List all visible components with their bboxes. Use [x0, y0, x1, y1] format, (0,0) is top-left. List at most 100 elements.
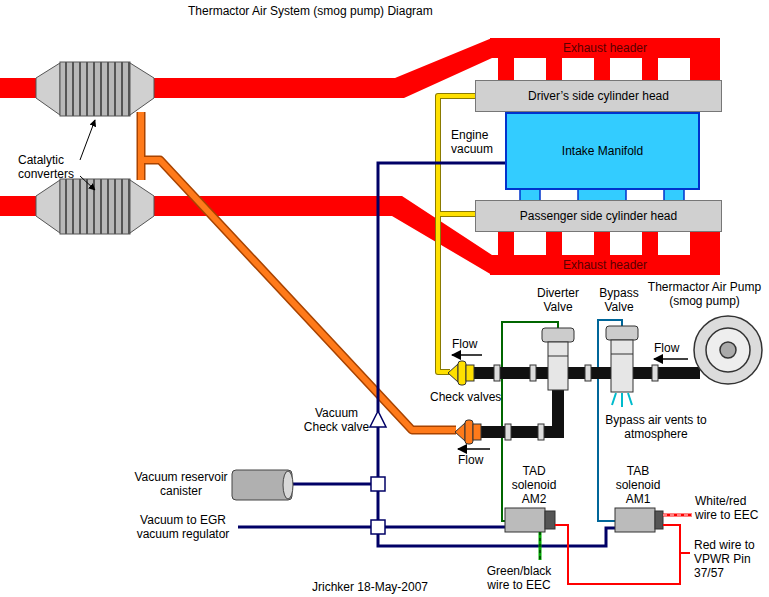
check-valve — [448, 364, 458, 382]
header-runner — [704, 56, 720, 82]
air-hose — [633, 367, 700, 379]
solenoid — [505, 508, 663, 532]
flow-label: Flow — [458, 453, 498, 467]
check-valve — [466, 365, 474, 381]
header-runner — [642, 56, 658, 82]
vacuum-check-valve — [370, 411, 386, 427]
vacuum-canister — [232, 470, 293, 500]
exhaust-pipe — [0, 78, 36, 98]
part-label: Thermactor Air Pump (smog pump) — [644, 280, 765, 308]
leader-arrow — [80, 120, 95, 190]
air-pump — [720, 342, 736, 358]
vacuum-tee — [371, 520, 385, 534]
header-runner — [546, 230, 562, 257]
diagram-title: Thermactor Air System (smog pump) Diagra… — [188, 4, 433, 18]
solenoid — [505, 508, 545, 532]
catalytic-converter — [36, 63, 60, 115]
solenoid — [655, 511, 663, 529]
header-runner — [546, 56, 562, 82]
check-valve — [465, 420, 473, 444]
signal-wire — [555, 525, 680, 584]
part-label: Check valves — [430, 390, 510, 404]
flow-label: Flow — [654, 341, 694, 355]
header-runner — [498, 230, 514, 257]
header-runner — [594, 230, 610, 257]
wire-label: White/red wire to EEC — [695, 494, 765, 522]
hose-fitting — [585, 365, 591, 381]
cylinder-head: Passenger side cylinder head — [475, 200, 722, 232]
vacuum-hose — [377, 426, 380, 477]
exhaust-pipe — [0, 38, 492, 275]
catalytic-converter — [130, 180, 154, 233]
part-label: TAB solenoid AM1 — [612, 464, 664, 506]
signal-wire — [663, 525, 690, 553]
header-runner — [704, 230, 720, 257]
flow-arrow — [654, 358, 688, 360]
header-runner — [498, 56, 514, 82]
diverter-valve — [548, 342, 568, 390]
node-text: Exhaust header — [563, 41, 647, 55]
leader-arrow — [80, 120, 95, 160]
part-label: Bypass air vents to atmosphere — [600, 413, 712, 441]
bypass-valve — [611, 340, 633, 392]
leader-arrow — [80, 176, 95, 190]
hose-fitting — [652, 365, 658, 381]
bypass-valve — [606, 326, 638, 392]
hose-fitting — [530, 365, 536, 381]
flow-arrow — [452, 354, 482, 356]
vacuum-canister — [232, 470, 292, 500]
node-text: Exhaust header — [563, 258, 647, 272]
cylinder-head: Driver’s side cylinder head — [475, 80, 722, 112]
exhaust-header: Exhaust header — [490, 38, 720, 58]
catalytic-converter — [36, 180, 60, 233]
air-hose — [474, 367, 548, 379]
node-text: Passenger side cylinder head — [520, 209, 677, 223]
solenoid — [545, 511, 555, 529]
hose-fitting — [505, 424, 511, 440]
signal-wire — [539, 532, 542, 560]
part-label: Vacuum reservoir canister — [132, 470, 230, 498]
header-runner — [690, 230, 706, 257]
vacuum-tee — [371, 477, 385, 491]
intake-manifold: Intake Manifold — [505, 112, 700, 190]
air-pump — [694, 316, 762, 384]
exhaust-header: Exhaust header — [490, 255, 720, 275]
air-pipe — [141, 112, 456, 430]
signal-wire — [663, 514, 692, 517]
bypass-vent — [612, 393, 632, 407]
check-valve — [458, 361, 466, 385]
vacuum-check-valve — [370, 411, 386, 427]
air-pipe — [141, 112, 456, 430]
header-runner — [642, 230, 658, 257]
part-label: Vacuum Check valve — [303, 406, 370, 434]
catalytic-converter — [130, 63, 154, 115]
diverter-valve — [548, 356, 568, 357]
vacuum-hose — [378, 528, 615, 546]
diverter-valve — [542, 328, 574, 390]
diverter-valve — [542, 328, 574, 342]
solenoid — [615, 508, 655, 532]
catalytic-converter — [60, 62, 130, 116]
catalytic-converter — [60, 179, 130, 234]
bypass-vent — [612, 393, 632, 407]
check-valve — [455, 423, 465, 441]
vacuum-hose — [292, 483, 371, 486]
part-label: Engine vacuum — [451, 128, 503, 156]
catalytic-converter — [36, 62, 154, 234]
author-note: Jrichker 18-May-2007 — [312, 580, 452, 594]
wire-label: Red wire to VPWR Pin 37/57 — [694, 538, 764, 580]
flow-label: Flow — [452, 337, 492, 351]
bypass-valve — [606, 326, 638, 340]
vacuum-hose — [377, 491, 380, 520]
air-pipe — [141, 112, 456, 430]
hose-fitting — [538, 424, 544, 440]
vacuum-canister — [283, 471, 293, 499]
vacuum-tee — [371, 477, 385, 534]
part-label: Catalytic converters — [18, 153, 80, 181]
part-label: TAD solenoid AM2 — [508, 464, 560, 506]
signal-wire — [540, 515, 692, 584]
exhaust-pipe — [0, 196, 36, 216]
part-label: Vacuum to EGR vacuum regulator — [132, 513, 234, 541]
node-text: Driver’s side cylinder head — [528, 89, 669, 103]
